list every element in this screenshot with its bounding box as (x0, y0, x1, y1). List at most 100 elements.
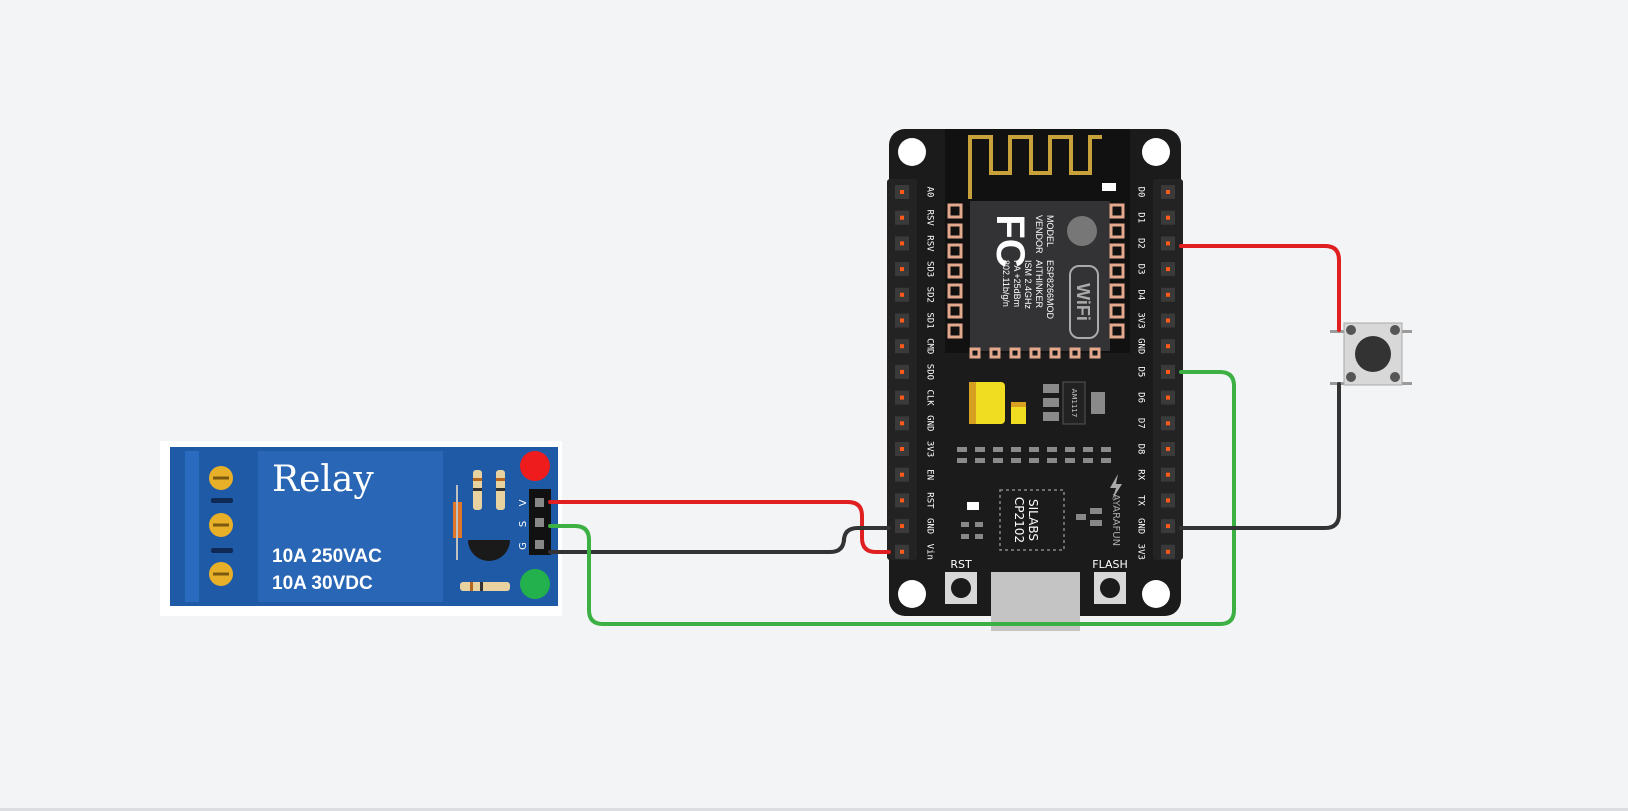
pin-contact (1166, 524, 1170, 529)
pin-label-gnd: GND (925, 518, 935, 534)
pin-contact (1166, 369, 1170, 374)
pin-contact (1166, 241, 1170, 246)
rst-label: RST (950, 558, 972, 571)
wire-gnd-relay-board[interactable] (548, 526, 891, 554)
pin-contact (900, 524, 904, 529)
screw-terminals (209, 466, 233, 586)
voltage-regulator (1062, 381, 1086, 425)
pin-label-gnd: GND (1136, 338, 1146, 354)
pin-label-en: EN (925, 469, 935, 480)
wire-gnd-button[interactable] (1179, 382, 1341, 530)
pin-label-d7: D7 (1136, 418, 1146, 429)
pin-contact (1166, 549, 1170, 554)
pin-label-d1: D1 (1136, 212, 1146, 223)
pin-label-gnd: GND (925, 415, 935, 431)
flash-button-icon (1100, 578, 1120, 598)
button-cap-icon (1355, 336, 1391, 372)
pin-label-cmd: CMD (925, 338, 935, 354)
pin-label-sd2: SD2 (925, 287, 935, 303)
pin-label-3v3: 3V3 (925, 441, 935, 457)
wifi-logo-icon (1069, 265, 1099, 339)
pin-label-3v3: 3V3 (1136, 544, 1146, 560)
rst-button-icon (951, 578, 971, 598)
relay-terminal-strip (185, 451, 199, 602)
relay-rating-ac: 10A 250VAC (272, 546, 382, 567)
flash-label: FLASH (1092, 558, 1128, 571)
pin-contact (900, 472, 904, 477)
module-standard-label: 802.11b/g/n (1001, 260, 1011, 307)
relay-pin-s-label: S (518, 521, 529, 527)
pin-contact (1166, 472, 1170, 477)
pin-contact (1166, 395, 1170, 400)
chip-model-label: CP2102 (1012, 497, 1026, 543)
relay-module[interactable]: Relay 10A 250VAC 10A 30VDC V S (160, 441, 562, 616)
module-model-label: MODEL (1045, 215, 1055, 247)
module-vendor-label: VENDOR (1034, 215, 1044, 254)
pin-contact (900, 267, 904, 272)
pin-label-clk: CLK (925, 389, 935, 406)
relay-pin-g-label: G (518, 542, 529, 550)
espressif-logo-icon (1067, 216, 1097, 246)
pin-label-d8: D8 (1136, 444, 1146, 455)
pin-contact (900, 498, 904, 503)
capacitor-icon (969, 382, 1005, 424)
pin-contact (1166, 318, 1170, 323)
module-model-value: ESP8266MOD (1045, 260, 1055, 320)
left-pin-header (887, 179, 917, 560)
wire-vcc-relay-vin[interactable] (548, 500, 891, 554)
module-pa-label: PA +25dBm (1012, 260, 1022, 307)
pin-contact (1166, 215, 1170, 220)
power-led-icon (520, 451, 550, 481)
pin-contact (1166, 421, 1170, 426)
wifi-logo-text: WiFi (1073, 283, 1093, 321)
canvas-bottom-border (0, 808, 1628, 811)
pin-label-d6: D6 (1136, 392, 1146, 403)
pin-label-3v3: 3V3 (1136, 312, 1146, 328)
wire-d2-button[interactable] (1179, 244, 1341, 332)
pcb-antenna-icon (968, 135, 1102, 199)
rst-button[interactable]: RST (945, 558, 977, 604)
pin-contact (1166, 292, 1170, 297)
push-button[interactable] (1330, 322, 1412, 386)
board-components: AM1117 SILABS CP2102 AYARAFUN (957, 381, 1122, 551)
wire-signal-relay-d5[interactable] (548, 370, 1236, 626)
pin-label-sd1: SD1 (925, 312, 935, 328)
antenna-led (1102, 183, 1116, 191)
usb-port[interactable] (991, 572, 1080, 631)
nodemcu-board[interactable]: FC MODEL VENDOR ESP8266MOD AITHINKER ISM… (887, 129, 1183, 631)
pin-label-d0: D0 (1136, 187, 1146, 198)
mount-hole (898, 580, 926, 608)
esp8266-module: FC MODEL VENDOR ESP8266MOD AITHINKER ISM… (945, 129, 1130, 359)
pin-contact (900, 421, 904, 426)
pin-label-sd3: SD3 (925, 261, 935, 277)
pin-label-d2: D2 (1136, 238, 1146, 249)
regulator-label: AM1117 (1070, 389, 1078, 418)
pin-contact (900, 395, 904, 400)
pin-contact (900, 190, 904, 194)
flash-button[interactable]: FLASH (1092, 558, 1128, 604)
module-ism-label: ISM 2.4GHz (1023, 260, 1033, 310)
pin-label-d4: D4 (1136, 289, 1146, 300)
status-led-icon (520, 569, 550, 599)
chip-vendor-label: SILABS (1026, 499, 1040, 541)
pin-contact (1166, 190, 1170, 194)
pin-label-rst: RST (925, 492, 935, 509)
pin-label-vin: Vin (925, 544, 935, 560)
relay-pin-header[interactable]: V S G (518, 489, 551, 555)
pin-label-rx: RX (1136, 469, 1146, 480)
pin-contact (900, 447, 904, 451)
mount-hole (898, 138, 926, 166)
resistor-icon (460, 582, 510, 591)
pin-contact (1166, 447, 1170, 451)
pin-contact (900, 344, 904, 349)
relay-components (453, 451, 550, 599)
pin-label-gnd: GND (1136, 518, 1146, 534)
pin-label-sdo: SDO (925, 364, 935, 380)
brand-label: AYARAFUN (1110, 494, 1121, 546)
pin-contact (900, 292, 904, 297)
fcc-mark: FC (988, 214, 1032, 267)
pin-contact (900, 215, 904, 220)
pin-contact (1166, 267, 1170, 272)
lightning-icon (1110, 474, 1122, 500)
